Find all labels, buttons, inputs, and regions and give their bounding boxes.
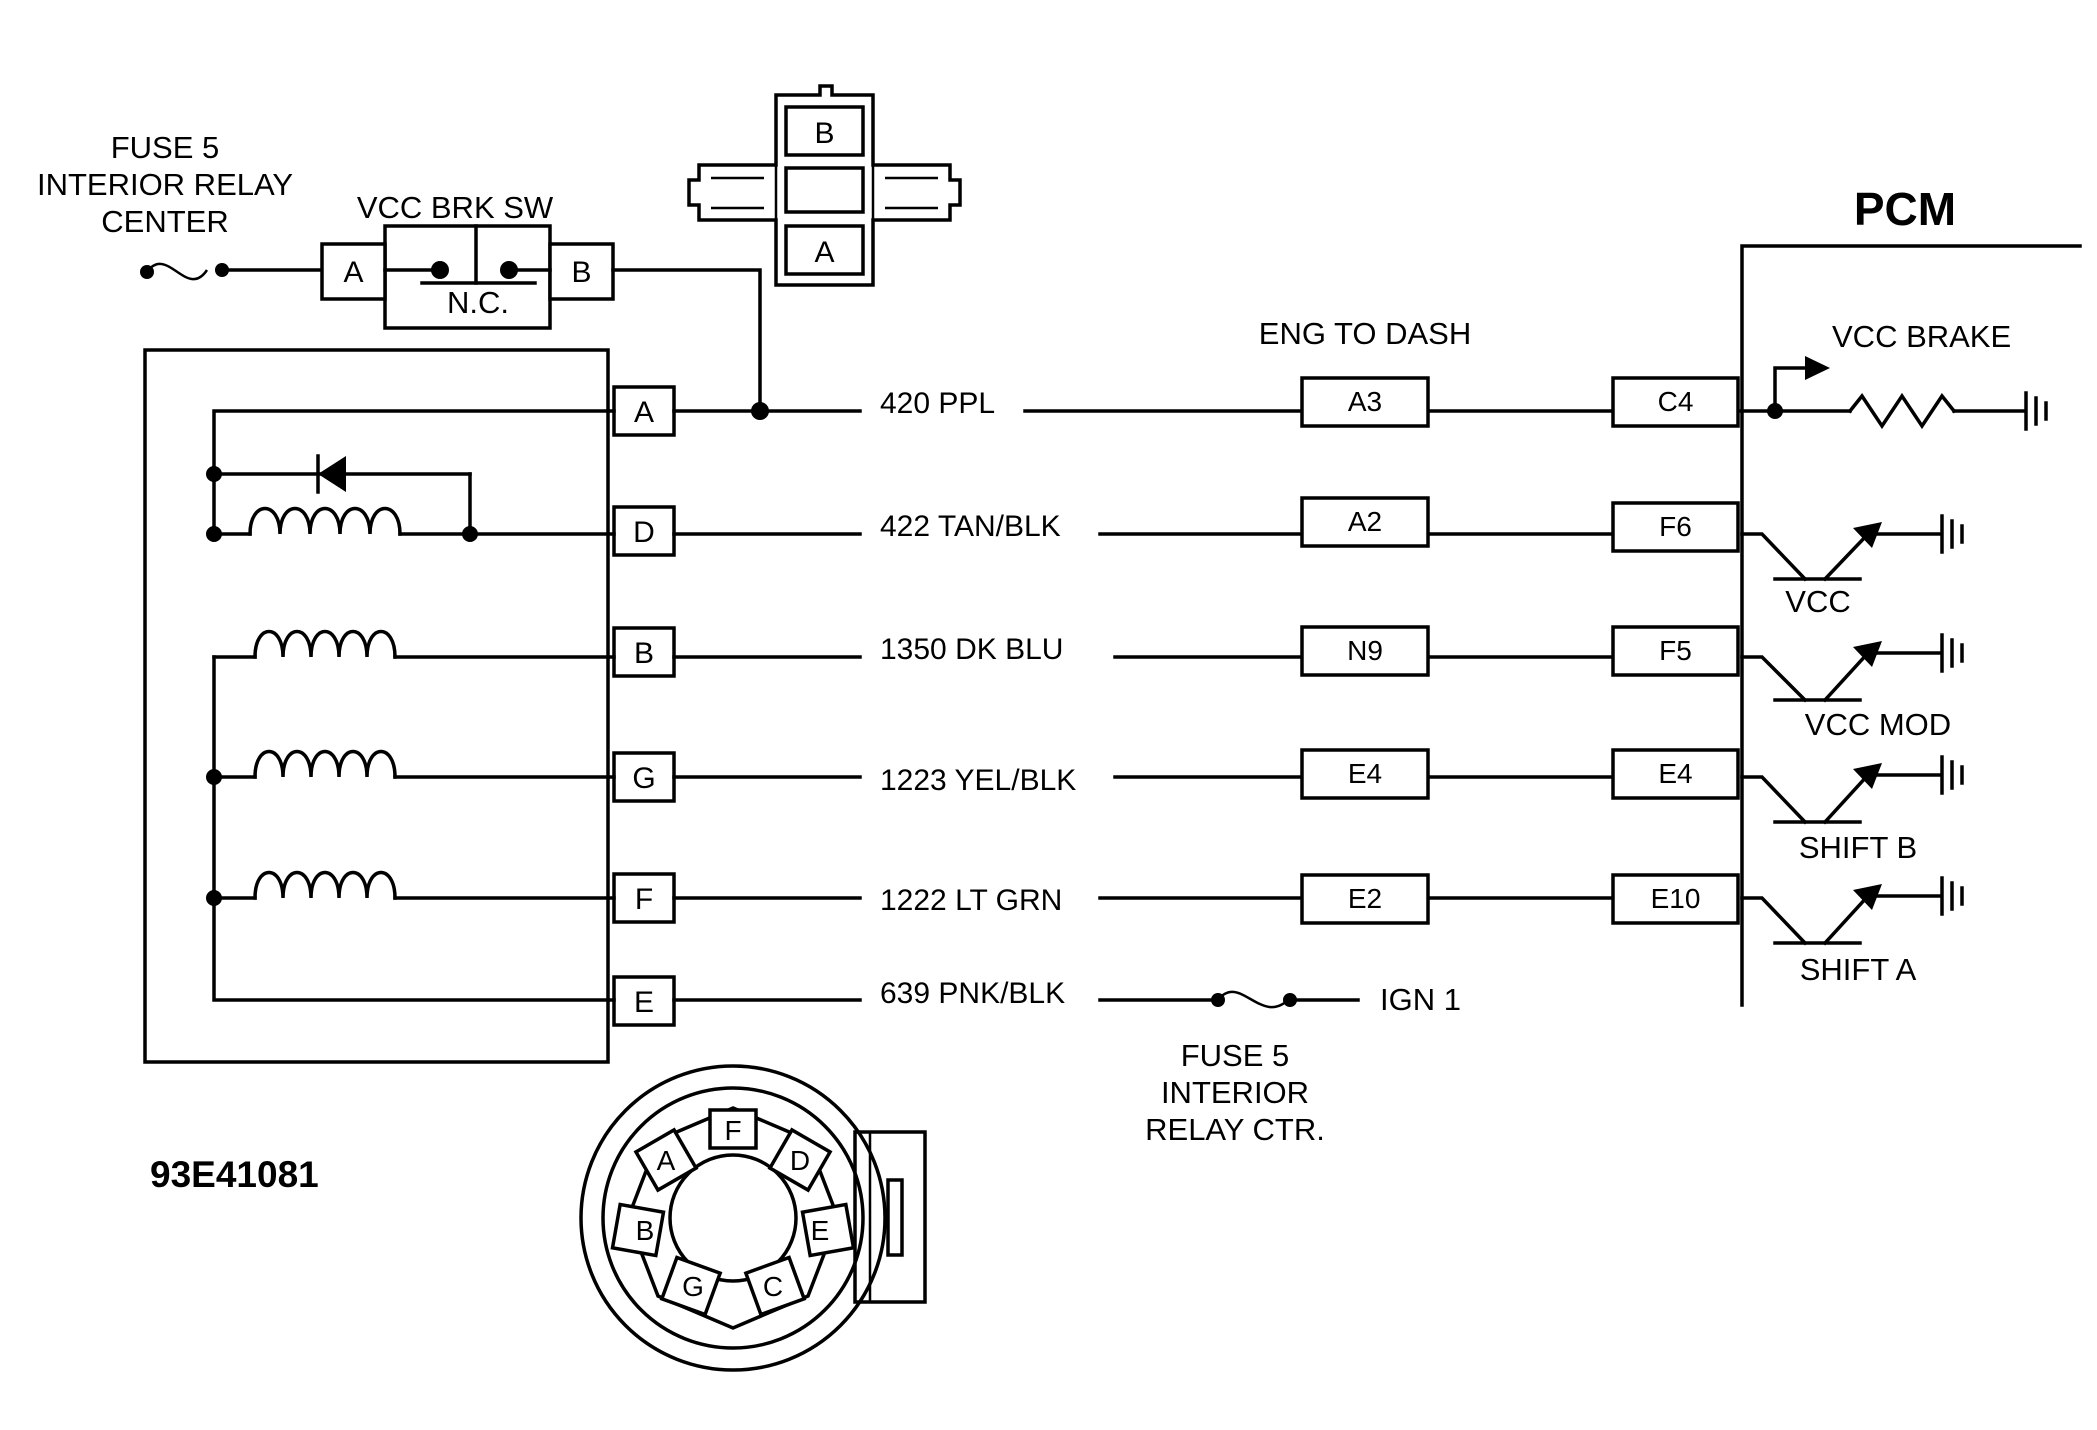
diode-icon [316,454,346,494]
solenoid-pin-f: F [635,883,653,916]
eng-to-dash-connector: A3 A2 N9 E4 E2 [1300,376,1430,925]
solenoid-internal-wiring [206,409,616,1002]
wire-1223-yel-blk: 1223 YEL/BLK [880,764,1076,797]
round-pin-c: C [763,1271,783,1302]
ign-fuse-line3: RELAY CTR. [1145,1112,1325,1147]
round-pin-b: B [636,1215,655,1246]
brake-connector-pin-a: A [814,236,834,269]
pcm-boundary [1740,244,2082,1007]
solenoid-pin-d: D [633,516,655,549]
brake-switch-pin-a: A [343,256,363,289]
round-pin-e: E [811,1215,830,1246]
fuse-top-icon [140,262,229,281]
brake-switch-pin-b: B [571,256,591,289]
diagram-id: 93E41081 [150,1154,319,1195]
round-pin-d: D [790,1145,810,1176]
brake-switch-connector-icon [687,84,962,287]
transmission-solenoid-box [143,348,610,1064]
shift-b-driver-icon [1740,755,1964,825]
round-connector-icon [579,1064,927,1372]
solenoid-connector-pins: A D B G F E [612,385,676,1027]
fuse-top-line1: FUSE 5 [111,130,220,165]
dash-pin-a2: A2 [1348,506,1382,537]
wire-1350-dk-blu: 1350 DK BLU [880,633,1063,666]
circuit-wires [672,402,1777,1002]
solenoid-pin-a: A [634,396,654,429]
fuse-top-line2: INTERIOR RELAY [37,167,293,202]
shift-b-driver-label: SHIFT B [1799,830,1917,865]
ign-fuse-line2: INTERIOR [1161,1075,1309,1110]
ign-fuse-line1: FUSE 5 [1181,1038,1290,1073]
pcm-label: PCM [1854,183,1956,235]
wire-420-ppl: 420 PPL [880,387,995,420]
brake-switch-pin-a-box [320,242,387,301]
vcc-driver-label: VCC [1785,584,1850,619]
shift-a-driver-label: SHIFT A [1800,952,1917,987]
dash-pin-e2: E2 [1348,883,1382,914]
eng-to-dash-label: ENG TO DASH [1259,316,1471,351]
vcc-brake-ground-icon [2024,391,2048,431]
wire-639-pnk-blk: 639 PNK/BLK [880,977,1065,1010]
dash-pin-n9: N9 [1347,635,1383,666]
solenoid-pin-e: E [634,986,654,1019]
vcc-brake-input-icon [1767,356,2027,430]
pcm-pin-e10: E10 [1651,883,1701,914]
pcm-pin-f5: F5 [1659,635,1692,666]
pcm-pin-f6: F6 [1659,511,1692,542]
dash-pin-a3: A3 [1348,386,1382,417]
ign-fuse-icon [1211,990,1297,1009]
solenoid-pin-b: B [634,637,654,670]
brake-connector-pin-b: B [814,117,834,150]
solenoid-pin-g: G [632,762,655,795]
fuse-top-label: FUSE 5 INTERIOR RELAY CENTER [37,130,293,239]
round-pin-f: F [724,1115,741,1146]
brake-switch-body [383,224,552,330]
round-pin-a: A [657,1145,676,1176]
ign-label: IGN 1 [1380,982,1461,1017]
vcc-brake-label: VCC BRAKE [1832,319,2011,354]
wire-422-tan-blk: 422 TAN/BLK [880,510,1061,543]
vcc-mod-driver-label: VCC MOD [1805,707,1951,742]
pcm-pin-e4: E4 [1658,758,1692,789]
shift-a-driver-icon [1740,876,1964,946]
brake-switch-label: VCC BRK SW [357,190,554,225]
round-pin-g: G [682,1271,704,1302]
pcm-connector: C4 F6 F5 E4 E10 [1611,376,1740,925]
dash-pin-e4: E4 [1348,758,1382,789]
brake-switch-contacts-icon [383,224,552,285]
vcc-driver-icon [1740,514,1964,582]
brake-switch-nc: N.C. [447,285,509,320]
fuse-top-line3: CENTER [101,204,228,239]
vcc-mod-driver-icon [1740,633,1964,703]
pcm-pin-c4: C4 [1658,386,1694,417]
wire-1222-lt-grn: 1222 LT GRN [880,884,1062,917]
